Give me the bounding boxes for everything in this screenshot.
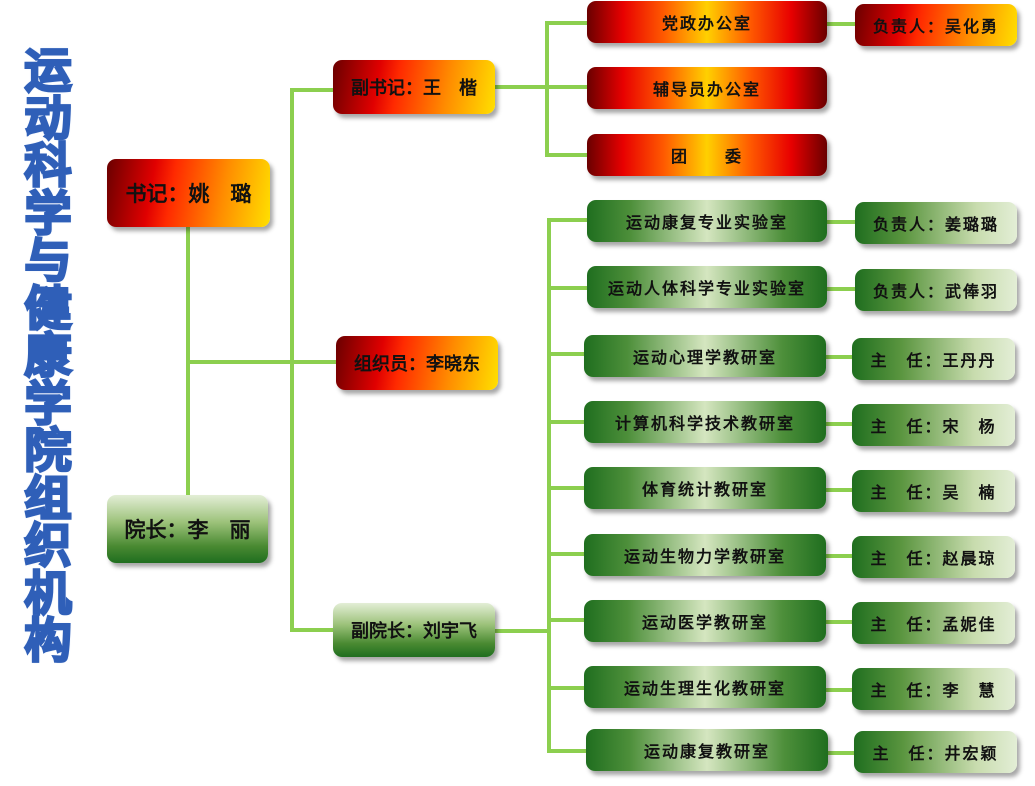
connector-line — [547, 486, 587, 490]
node-unit-head[interactable]: 主 任：宋 杨 — [852, 404, 1015, 446]
node-vice-dean[interactable]: 副院长：刘宇飞 — [333, 603, 495, 657]
title-char: 运 — [23, 44, 73, 99]
node-unit[interactable]: 运动医学教研室 — [584, 600, 826, 642]
title-char: 学 — [23, 186, 73, 242]
title-char: 康 — [23, 329, 73, 384]
node-organizer[interactable]: 组织员：李晓东 — [336, 336, 498, 390]
title-char: 构 — [23, 614, 73, 669]
title-char: 织 — [23, 519, 73, 574]
connector-line — [545, 85, 589, 89]
title-char: 与 — [23, 234, 73, 289]
node-unit-head[interactable]: 负责人：姜璐璐 — [855, 202, 1017, 244]
connector-line — [826, 688, 854, 692]
title-char: 健 — [23, 281, 73, 337]
connector-line — [547, 618, 587, 622]
connector-line — [186, 360, 294, 364]
connector-line — [826, 422, 854, 426]
title-char: 组 — [23, 471, 73, 527]
title-char: 科 — [23, 139, 73, 194]
node-unit-head[interactable]: 主 任：吴 楠 — [852, 470, 1015, 512]
node-secretary[interactable]: 书记：姚 璐 — [107, 159, 270, 227]
node-unit-head[interactable]: 主 任：孟妮佳 — [852, 602, 1015, 644]
connector-line — [494, 629, 550, 633]
connector-line — [545, 153, 589, 157]
node-dean[interactable]: 院长：李 丽 — [107, 495, 268, 563]
node-unit[interactable]: 运动康复教研室 — [586, 729, 828, 771]
node-unit[interactable]: 运动康复专业实验室 — [587, 200, 827, 242]
title-char: 机 — [23, 566, 73, 622]
connector-line — [290, 88, 336, 92]
node-youth-league[interactable]: 团 委 — [587, 134, 827, 176]
node-party-office-head[interactable]: 负责人：吴化勇 — [855, 4, 1017, 46]
node-unit[interactable]: 运动生物力学教研室 — [584, 534, 826, 576]
node-unit-head[interactable]: 主 任：井宏颖 — [854, 731, 1017, 773]
connector-line — [826, 220, 858, 224]
connector-line — [547, 686, 587, 690]
connector-line — [547, 552, 587, 556]
node-unit-head[interactable]: 主 任：王丹丹 — [852, 338, 1015, 380]
chart-title: 运 动 科 学 与 健 康 学 院 组 织 机 构 — [18, 44, 78, 669]
connector-line — [547, 218, 589, 222]
connector-line — [290, 628, 336, 632]
connector-line — [826, 355, 854, 359]
connector-line — [826, 620, 854, 624]
node-unit-head[interactable]: 主 任：李 慧 — [852, 668, 1015, 710]
connector-line — [547, 749, 589, 753]
title-char: 院 — [23, 424, 73, 479]
connector-line — [494, 85, 548, 89]
connector-line — [545, 21, 589, 25]
connector-line — [547, 218, 551, 751]
node-counselor-office[interactable]: 辅导员办公室 — [587, 67, 827, 109]
node-unit[interactable]: 运动人体科学专业实验室 — [587, 266, 827, 308]
node-unit[interactable]: 体育统计教研室 — [584, 467, 826, 509]
node-unit-head[interactable]: 主 任：赵晨琼 — [852, 536, 1015, 578]
node-unit[interactable]: 计算机科学技术教研室 — [584, 401, 826, 443]
node-party-office[interactable]: 党政办公室 — [587, 1, 827, 43]
title-char: 学 — [23, 376, 73, 432]
connector-line — [826, 22, 858, 26]
connector-line — [547, 420, 587, 424]
connector-line — [547, 286, 589, 290]
connector-line — [826, 488, 854, 492]
connector-line — [290, 360, 338, 364]
node-unit[interactable]: 运动生理生化教研室 — [584, 666, 826, 708]
connector-line — [826, 554, 854, 558]
node-unit[interactable]: 运动心理学教研室 — [584, 335, 826, 377]
connector-line — [547, 352, 587, 356]
connector-line — [826, 751, 856, 755]
node-deputy-secretary[interactable]: 副书记：王 楷 — [333, 60, 495, 114]
node-unit-head[interactable]: 负责人：武俸羽 — [855, 269, 1017, 311]
connector-line — [826, 287, 858, 291]
title-char: 动 — [23, 91, 73, 147]
